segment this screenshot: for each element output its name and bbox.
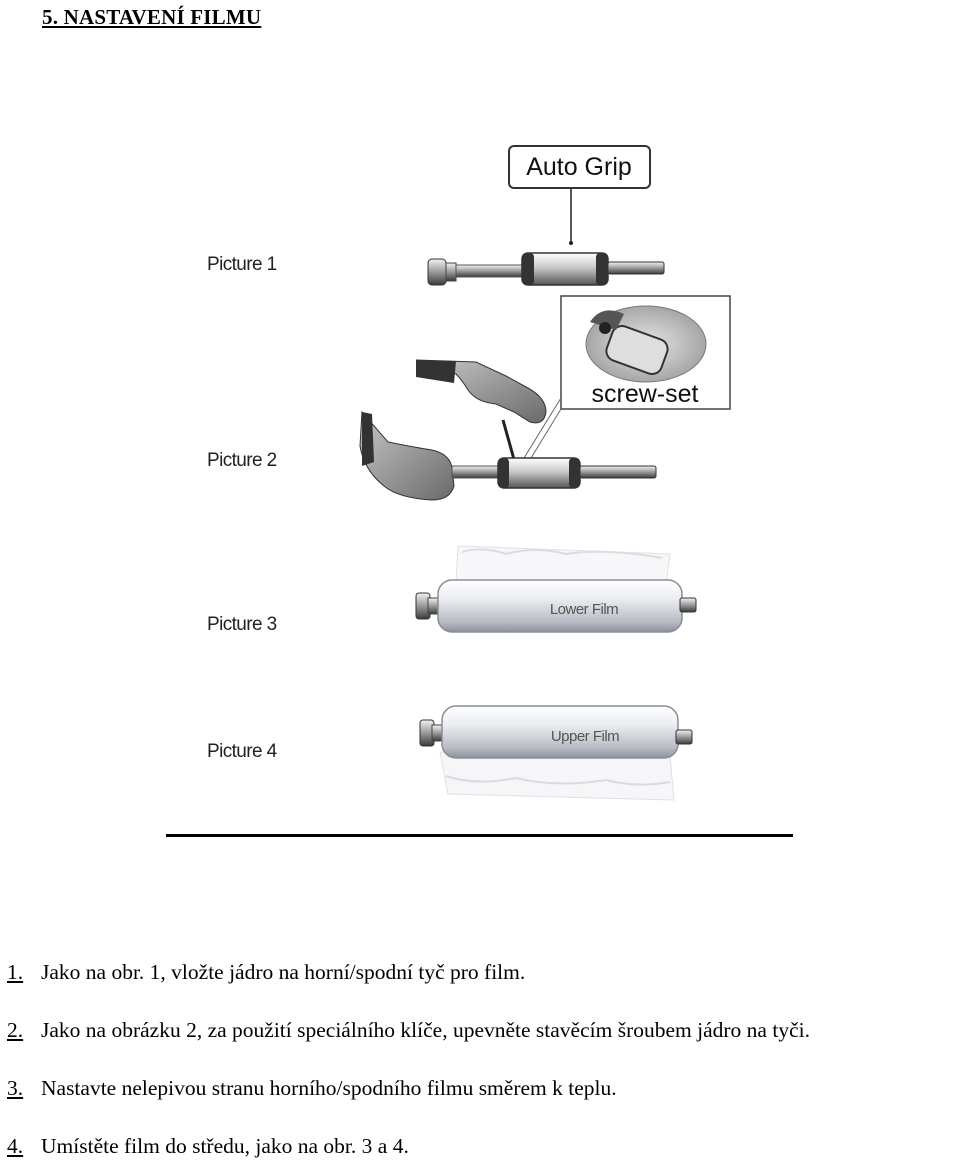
step-text: Umístěte film do středu, jako na obr. 3 … (41, 1134, 409, 1158)
divider-rule (166, 834, 793, 837)
upper-film-label: Upper Film (551, 728, 619, 745)
picture-2-hands-rod (359, 359, 657, 501)
step-number: 2. (7, 1018, 24, 1042)
section-heading: 5. NASTAVENÍ FILMU (42, 5, 262, 29)
picture-4-label: Picture 4 (207, 741, 278, 762)
step-number: 1. (7, 960, 24, 984)
step-text: Jako na obrázku 2, za použití speciálníh… (41, 1018, 810, 1042)
step-text: Jako na obr. 1, vložte jádro na horní/sp… (41, 960, 526, 984)
auto-grip-label: Auto Grip (526, 153, 632, 181)
step-2: 2. Jako na obrázku 2, za použití speciáln… (7, 1018, 810, 1043)
step-text: Nastavte nelepivou stranu horního/spodní… (41, 1076, 617, 1100)
picture-3-label: Picture 3 (207, 614, 277, 635)
step-3: 3. Nastavte nelepivou stranu horního/spod… (7, 1076, 617, 1101)
step-1: 1. Jako na obr. 1, vložte jádro na horní/… (7, 960, 525, 985)
screw-set-callout: screw-set (523, 295, 731, 459)
film-setup-figure: Picture 1 Picture 2 Picture 3 Picture 4 … (207, 145, 731, 801)
step-4: 4. Umístěte film do středu, jako na obr. … (7, 1134, 409, 1159)
picture-4-upper-film-roll: Upper Film (419, 705, 693, 801)
step-number: 3. (7, 1076, 24, 1100)
auto-grip-callout: Auto Grip (508, 145, 651, 245)
picture-1-rod (427, 252, 665, 286)
screw-set-label: screw-set (592, 380, 699, 408)
picture-1-label: Picture 1 (207, 254, 277, 275)
picture-2-label: Picture 2 (207, 450, 277, 471)
step-number: 4. (7, 1134, 24, 1158)
picture-3-lower-film-roll: Lower Film (415, 545, 697, 633)
lower-film-label: Lower Film (550, 601, 618, 618)
